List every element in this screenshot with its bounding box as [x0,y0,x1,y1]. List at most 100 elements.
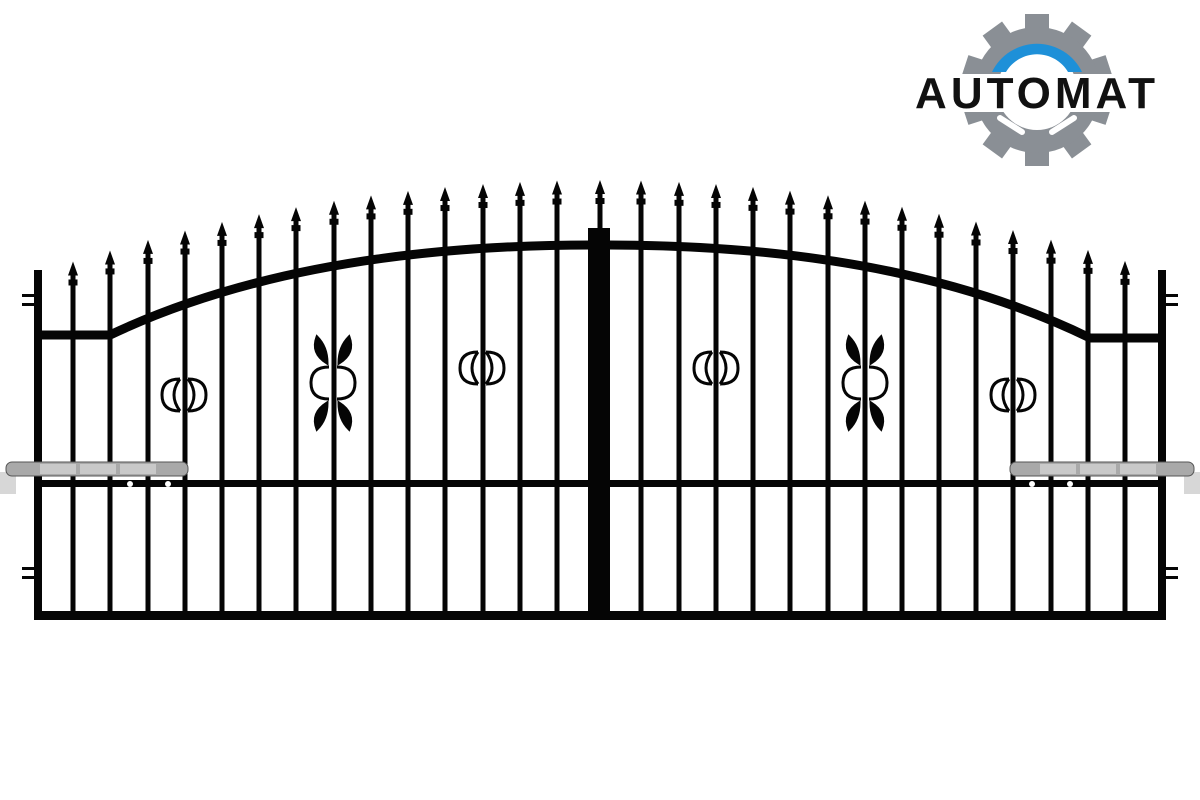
gate-bar [1122,268,1128,612]
bar-spike [180,230,190,245]
bar-collar [143,257,153,264]
gate-bar [554,188,560,613]
bar-collar [674,199,684,206]
gate-bar [293,215,299,613]
gate-bar [1048,247,1054,613]
gate-bar [1010,238,1016,612]
bar-collar [823,213,833,220]
leaf-scroll-ornament [841,334,889,432]
gate [0,180,1200,620]
bar-spike [595,180,605,194]
gate-bar [713,191,719,612]
bar-collar [291,225,301,232]
bar-spike [711,183,721,198]
bar-collar [711,201,721,208]
left-top-arch [40,240,593,340]
bar-collar [860,218,870,225]
double-scroll-ornament [458,350,506,386]
bar-spike [1008,230,1018,245]
left-leaf-frame [34,228,600,620]
bar-collar [180,248,190,255]
gate-bar [973,229,979,612]
leaf-scroll-ornament [309,334,357,432]
gate-bar [368,203,374,613]
gate-bar [936,221,942,613]
gate-bar [480,192,486,612]
left-gate-motor [0,461,189,494]
bar-collar [595,198,605,204]
bar-collar [748,204,758,211]
bar-spike [971,221,981,236]
right-top-arch [607,240,1162,343]
bar-collar [105,268,115,275]
bar-spike [823,195,833,210]
bar-collar [217,239,227,246]
bar-spike [1083,249,1093,264]
hinges [22,294,1178,579]
bar-spike [860,200,870,215]
bar-collar [1008,248,1018,255]
bar-spike [636,180,646,195]
gate-bar [750,194,756,612]
bar-spike [1120,260,1130,275]
bar-collar [552,198,562,205]
right-leaf-frame [598,228,1166,620]
bar-spike [217,221,227,236]
bar-spike [291,207,301,222]
gate-bar [331,208,337,612]
right-gate-motor [1009,461,1200,494]
bar-collar [636,198,646,205]
bar-collar [1046,257,1056,264]
gate-bar [862,208,868,612]
gate-bar [182,238,188,612]
gate-bar [442,195,448,612]
double-scroll-ornament [692,350,740,386]
gate-bar [107,258,113,612]
gate-bar [1085,257,1091,612]
bar-spike [403,190,413,205]
bar-collar [403,208,413,215]
automat-logo: AUTOMAT [878,14,1196,166]
bar-spike [785,190,795,205]
gate-bar [825,203,831,612]
gate-bar [787,198,793,612]
gate-bar [676,189,682,612]
bar-collar [440,205,450,212]
bar-spike [366,195,376,210]
bar-collar [897,224,907,231]
gate-bar [405,198,411,612]
bar-collar [1083,267,1093,274]
bar-spike [105,250,115,265]
bar-spike [143,239,153,254]
bar-collar [68,279,78,286]
ornaments [160,334,1037,432]
bar-collar [971,239,981,246]
logo-text: AUTOMAT [915,69,1159,118]
gate-bar [256,222,262,613]
bar-spike [552,180,562,195]
bar-collar [478,202,488,209]
wrench-icon [997,115,1077,135]
double-scroll-ornament [989,377,1037,413]
bar-spike [934,213,944,228]
bar-collar [515,199,525,206]
gate-bar [899,214,905,612]
gate-bar [219,229,225,613]
bar-collar [1120,278,1130,285]
bar-spike [897,206,907,221]
bar-collar [329,218,339,225]
bar-spike [674,181,684,196]
bar-spike [329,200,339,215]
bar-spike [478,184,488,199]
bar-collar [934,231,944,238]
gate-bar [638,188,644,612]
gate-bar [145,247,151,612]
bar-spike [68,261,78,276]
bar-spike [748,186,758,201]
double-scroll-ornament [160,377,208,413]
gate-bar [517,189,523,612]
bar-collar [785,208,795,215]
bar-spike [440,187,450,202]
bar-collar [254,232,264,239]
